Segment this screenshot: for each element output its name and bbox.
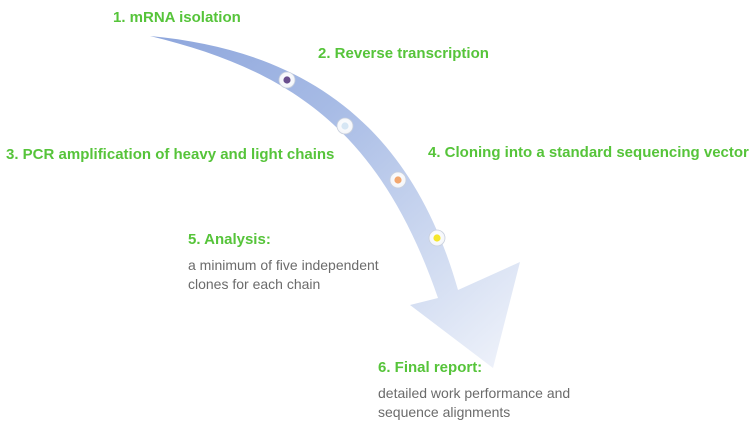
step-1-title: 1. mRNA isolation xyxy=(113,9,241,26)
step-5-title: 5. Analysis: xyxy=(188,231,271,248)
step-5-description: a minimum of five independent clones for… xyxy=(188,256,379,294)
arrow-marker-dot-3 xyxy=(389,171,407,189)
arrow-marker-dot-4 xyxy=(428,229,446,247)
step-5-description-line-1: a minimum of five independent xyxy=(188,257,379,273)
step-4-title: 4. Cloning into a standard sequencing ve… xyxy=(428,144,749,161)
curved-arrow-icon xyxy=(150,36,520,368)
step-3-title: 3. PCR amplification of heavy and light … xyxy=(6,146,335,163)
step-6-description-line-1: detailed work performance and xyxy=(378,385,571,401)
step-6-description-line-2: sequence alignments xyxy=(378,404,511,420)
arrow-marker-dot-1 xyxy=(278,71,296,89)
arrow-marker-dot-2 xyxy=(336,117,354,135)
step-5-description-line-2: clones for each chain xyxy=(188,276,321,292)
step-6-description: detailed work performance and sequence a… xyxy=(378,384,570,422)
step-2-title: 2. Reverse transcription xyxy=(318,45,489,62)
step-6-title: 6. Final report: xyxy=(378,359,483,376)
